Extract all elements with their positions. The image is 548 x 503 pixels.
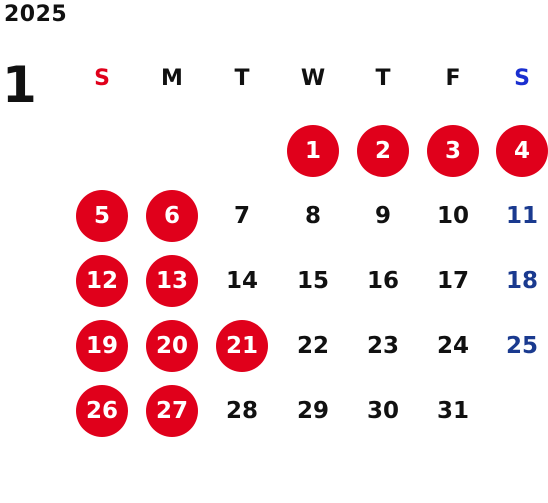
calendar-day-5: 5: [76, 190, 128, 242]
calendar-day-17: 17: [436, 267, 469, 294]
calendar-day-13: 13: [146, 255, 198, 307]
calendar-day-3: 3: [427, 125, 479, 177]
calendar-day-10: 10: [436, 202, 469, 229]
calendar-day-26: 26: [76, 385, 128, 437]
weekday-friday: F: [445, 66, 461, 91]
calendar-day-22: 22: [296, 332, 329, 359]
calendar-day-12: 12: [76, 255, 128, 307]
calendar-day-27: 27: [146, 385, 198, 437]
weekday-tuesday: T: [234, 66, 250, 91]
calendar-day-2: 2: [357, 125, 409, 177]
calendar-day-24: 24: [436, 332, 469, 359]
calendar-day-25: 25: [505, 332, 538, 359]
calendar-day-19: 19: [76, 320, 128, 372]
calendar-day-29: 29: [296, 397, 329, 424]
calendar-day-21: 21: [216, 320, 268, 372]
calendar-day-30: 30: [366, 397, 399, 424]
weekday-saturday: S: [514, 66, 530, 91]
weekday-wednesday: W: [300, 66, 326, 91]
calendar-day-1: 1: [287, 125, 339, 177]
calendar-day-4: 4: [496, 125, 548, 177]
year-label: 2025: [4, 2, 68, 27]
calendar-day-15: 15: [296, 267, 329, 294]
calendar-day-16: 16: [366, 267, 399, 294]
calendar-day-11: 11: [505, 202, 538, 229]
calendar-day-9: 9: [374, 202, 391, 229]
calendar-day-18: 18: [505, 267, 538, 294]
month-number: 1: [2, 56, 37, 114]
calendar-day-8: 8: [304, 202, 321, 229]
calendar-day-14: 14: [225, 267, 258, 294]
calendar-day-20: 20: [146, 320, 198, 372]
calendar-day-23: 23: [366, 332, 399, 359]
calendar-day-7: 7: [233, 202, 250, 229]
weekday-monday: M: [161, 66, 183, 91]
calendar-day-31: 31: [436, 397, 469, 424]
weekday-thursday: T: [375, 66, 391, 91]
calendar-day-28: 28: [225, 397, 258, 424]
calendar-day-6: 6: [146, 190, 198, 242]
weekday-sunday: S: [94, 66, 110, 91]
